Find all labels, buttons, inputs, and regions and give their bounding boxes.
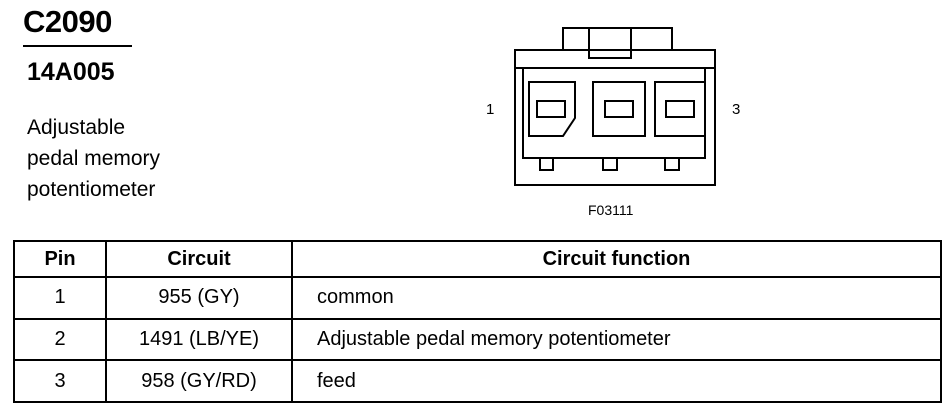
pin-cell: 3: [13, 359, 107, 403]
connector-latch: [562, 27, 673, 50]
pin-cell: 1: [13, 276, 107, 320]
header-circuit: Circuit: [105, 240, 293, 278]
connector-face-drawing: [514, 27, 716, 186]
connector-description: Adjustable pedal memory potentiometer: [27, 112, 247, 205]
description-line: pedal memory: [27, 147, 161, 170]
table-header-row: Pin Circuit Circuit function: [13, 240, 942, 278]
pin-cell: 2: [13, 317, 107, 362]
figure-code: F03111: [588, 202, 634, 218]
function-cell: feed: [291, 359, 942, 403]
table-row: 2 1491 (LB/YE) Adjustable pedal memory p…: [13, 317, 942, 362]
function-cell: Adjustable pedal memory potentiometer: [291, 317, 942, 362]
circuit-cell: 1491 (LB/YE): [105, 317, 293, 362]
table-row: 1 955 (GY) common: [13, 276, 942, 320]
connector-key: [664, 158, 680, 171]
function-cell: common: [291, 276, 942, 320]
header-pin: Pin: [13, 240, 107, 278]
connector-key: [602, 158, 618, 171]
connector-id-underline: [23, 45, 132, 47]
description-line: Adjustable: [27, 116, 126, 139]
terminal-2-slot: [604, 100, 634, 118]
connector-id: C2090: [23, 4, 112, 39]
pinout-table: Pin Circuit Circuit function 1 955 (GY) …: [13, 240, 942, 403]
description-line: potentiometer: [27, 178, 156, 201]
table-row: 3 958 (GY/RD) feed: [13, 359, 942, 403]
header-function: Circuit function: [291, 240, 942, 278]
part-number: 14A005: [27, 58, 115, 86]
terminal-1: [528, 81, 576, 137]
circuit-cell: 958 (GY/RD): [105, 359, 293, 403]
terminal-3: [654, 81, 706, 137]
connector-body: [514, 49, 716, 186]
circuit-cell: 955 (GY): [105, 276, 293, 320]
pin-1-callout: 1: [486, 101, 495, 118]
terminal-2: [592, 81, 646, 137]
connector-key: [539, 158, 554, 171]
connector-latch-tab: [588, 27, 632, 59]
pin-3-callout: 3: [732, 101, 741, 118]
terminal-1-slot: [536, 100, 566, 118]
terminal-3-slot: [665, 100, 695, 118]
